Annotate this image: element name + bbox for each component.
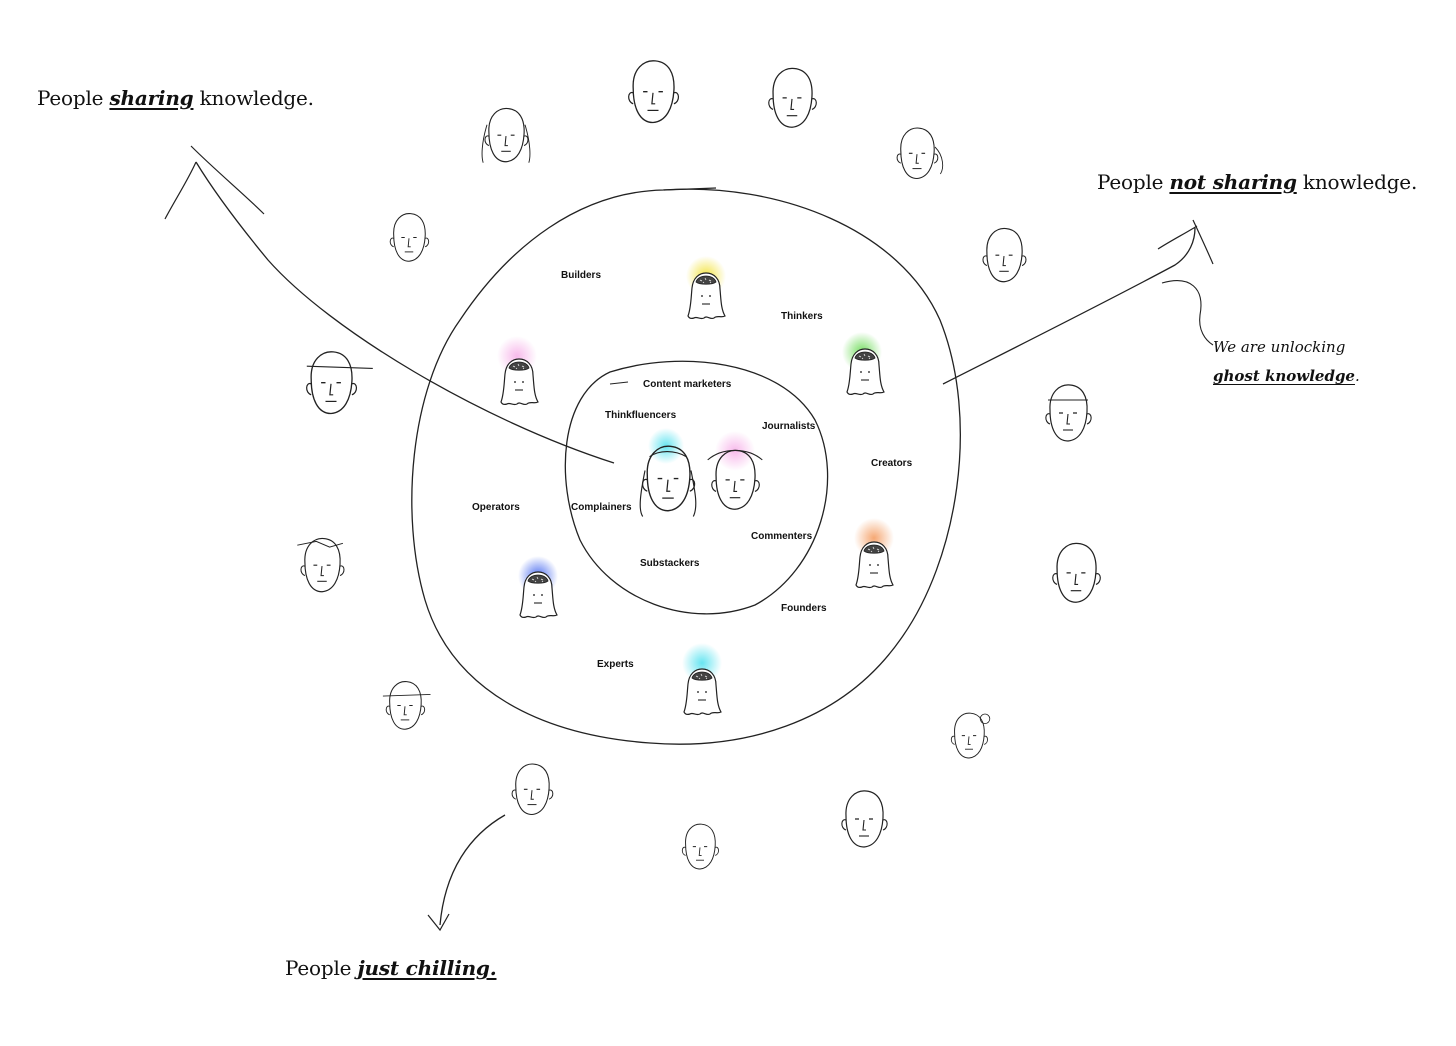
sketched-face-icon: [841, 790, 888, 848]
sketched-face-icon: [297, 537, 345, 593]
group-label-commenters: Commenters: [751, 531, 813, 542]
group-label-experts: Experts: [597, 659, 634, 670]
group-label-thinkers: Thinkers: [781, 311, 823, 322]
sketched-face-icon: [707, 449, 763, 510]
heading-sharing: People sharing knowledge.: [37, 86, 314, 110]
note-line-1: We are unlocking: [1213, 338, 1346, 356]
group-label-substackers: Substackers: [640, 558, 700, 569]
ghost-knowledge-note: We are unlocking ghost knowledge.: [1213, 333, 1360, 391]
arrow-icon: [942, 227, 1196, 385]
heading-chilling: People just chilling.: [285, 956, 497, 980]
sketched-face-icon: [681, 823, 719, 870]
group-label-operators: Operators: [472, 502, 520, 513]
sketched-face-icon: [982, 227, 1027, 283]
arrow-icon: [439, 814, 506, 926]
group-label-content-marketers: Content marketers: [643, 379, 732, 390]
note-line-2: ghost knowledge.: [1213, 367, 1360, 385]
group-label-founders: Founders: [781, 603, 827, 614]
sketched-face-icon: [305, 351, 373, 415]
group-label-creators: Creators: [871, 458, 913, 469]
group-label-complainers: Complainers: [571, 502, 632, 513]
sketched-face-icon: [1045, 384, 1092, 442]
sketched-face-icon: [768, 67, 817, 128]
sketched-face-icon: [896, 127, 944, 180]
sketched-face-icon: [511, 763, 554, 816]
arrow-icon: [195, 161, 615, 464]
outer-circle: [411, 188, 961, 745]
group-label-journalists: Journalists: [762, 421, 816, 432]
group-label-thinkfluencers: Thinkfluencers: [605, 410, 677, 421]
sketched-face-icon: [382, 681, 431, 730]
sketched-face-icon: [950, 712, 991, 759]
sketched-face-icon: [481, 107, 531, 163]
group-label-builders: Builders: [561, 270, 602, 281]
sketched-face-icon: [389, 213, 430, 262]
sketched-face-icon: [639, 445, 697, 517]
sketched-face-icon: [627, 60, 680, 124]
inner-circle: [564, 360, 829, 615]
sketched-face-icon: [1052, 542, 1101, 603]
heading-not-sharing: People not sharing knowledge.: [1097, 170, 1418, 194]
